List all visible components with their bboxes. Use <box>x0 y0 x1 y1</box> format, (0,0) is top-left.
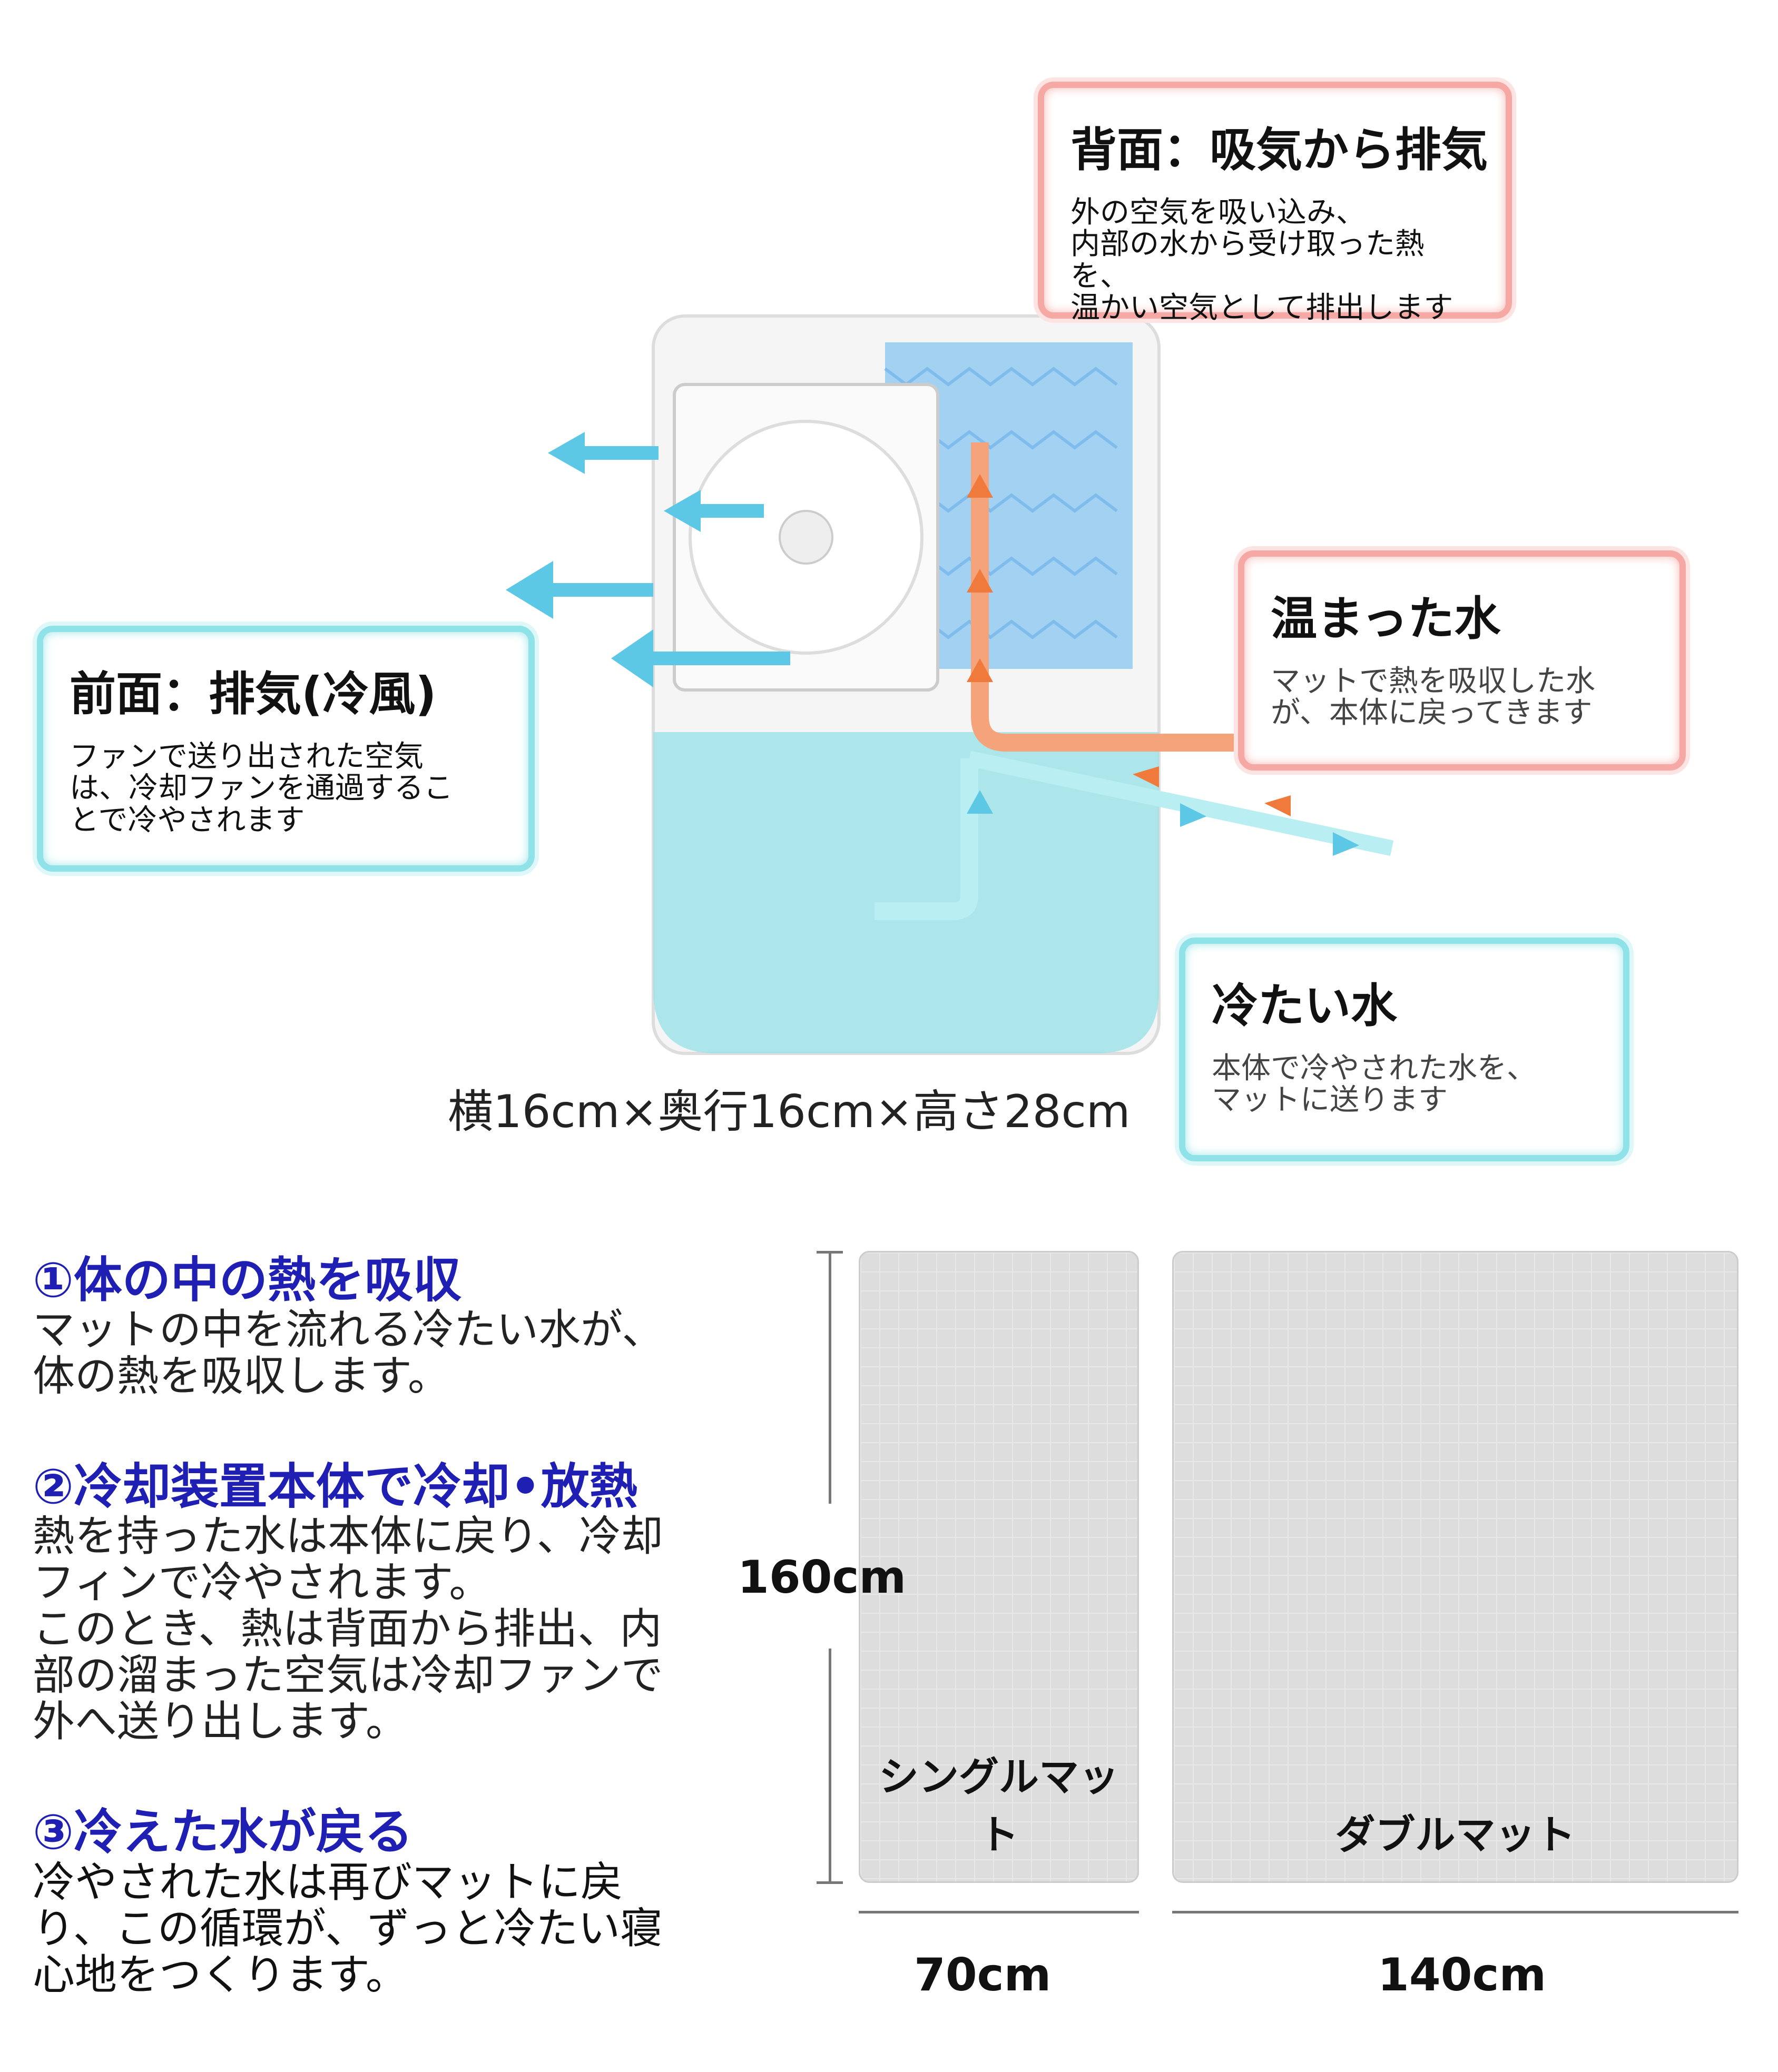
step-text: 熱を持った水は本体に戻り、冷却 フィンで冷やされます。 このとき、熱は背面から排… <box>33 1512 663 1747</box>
single-mat: シングルマット <box>859 1251 1139 1883</box>
callout-title: 温まった水 <box>1271 591 1501 646</box>
cooling-device-illustration <box>506 314 1401 1055</box>
width-dimension-line <box>1172 1911 1738 1913</box>
callout-text: ファンで送り出された空気 は、冷却ファンを通過するこ とで冷やされます <box>70 739 453 837</box>
single-width-label: 70cm <box>914 1949 1052 2001</box>
steps-section: ①体の中の熱を吸収 マットの中を流れる冷たい水が、 体の熱を吸収します。 ②冷却… <box>33 1254 733 1998</box>
width-dimension-line <box>859 1911 1139 1913</box>
step-title: ③冷えた水が戻る <box>33 1804 413 1861</box>
callout-title: 冷たい水 <box>1212 979 1398 1033</box>
callout-text: マットで熱を吸収した水 が、本体に戻ってきます <box>1271 664 1595 731</box>
callout-text: 外の空気を吸い込み、 内部の水から受け取った熱を、 温かい空気として排出します <box>1070 195 1453 325</box>
callout-text: 本体で冷やされた水を、 マットに送ります <box>1212 1051 1536 1118</box>
mat-label: シングルマット <box>879 1753 1119 1858</box>
height-dimension-line <box>829 1649 831 1883</box>
mat-height-label: 160cm <box>738 1551 907 1604</box>
step-text: マットの中を流れる冷たい水が、 体の熱を吸収します。 <box>33 1305 664 1401</box>
tick <box>817 1251 843 1254</box>
device-dimensions: 横16cm×奥行16cm×高さ28cm <box>448 1086 1131 1138</box>
callout-warm-water: 温まった水 マットで熱を吸収した水 が、本体に戻ってきます <box>1238 550 1686 771</box>
height-dimension-line <box>829 1251 831 1504</box>
callout-title: 背面：吸気から排気 <box>1070 123 1488 177</box>
double-width-label: 140cm <box>1378 1949 1547 2001</box>
step-title: ②冷却装置本体で冷却•放熱 <box>33 1458 638 1515</box>
step-title: ①体の中の熱を吸収 <box>33 1252 461 1308</box>
tick <box>817 1881 843 1884</box>
double-mat: ダブルマット <box>1172 1251 1738 1883</box>
callout-cold-water: 冷たい水 本体で冷やされた水を、 マットに送ります <box>1179 938 1629 1161</box>
mat-label: ダブルマット <box>1335 1811 1576 1858</box>
step-text: 冷やされた水は再びマットに戻 り、この循環が、ずっと冷たい寝 心地をつくります。 <box>33 1857 663 1999</box>
callout-front-exhaust: 前面：排気(冷風) ファンで送り出された空気 は、冷却ファンを通過するこ とで冷… <box>37 626 535 872</box>
callout-title: 前面：排気(冷風) <box>70 667 437 721</box>
callout-back-exhaust: 背面：吸気から排気 外の空気を吸い込み、 内部の水から受け取った熱を、 温かい空… <box>1038 82 1512 324</box>
